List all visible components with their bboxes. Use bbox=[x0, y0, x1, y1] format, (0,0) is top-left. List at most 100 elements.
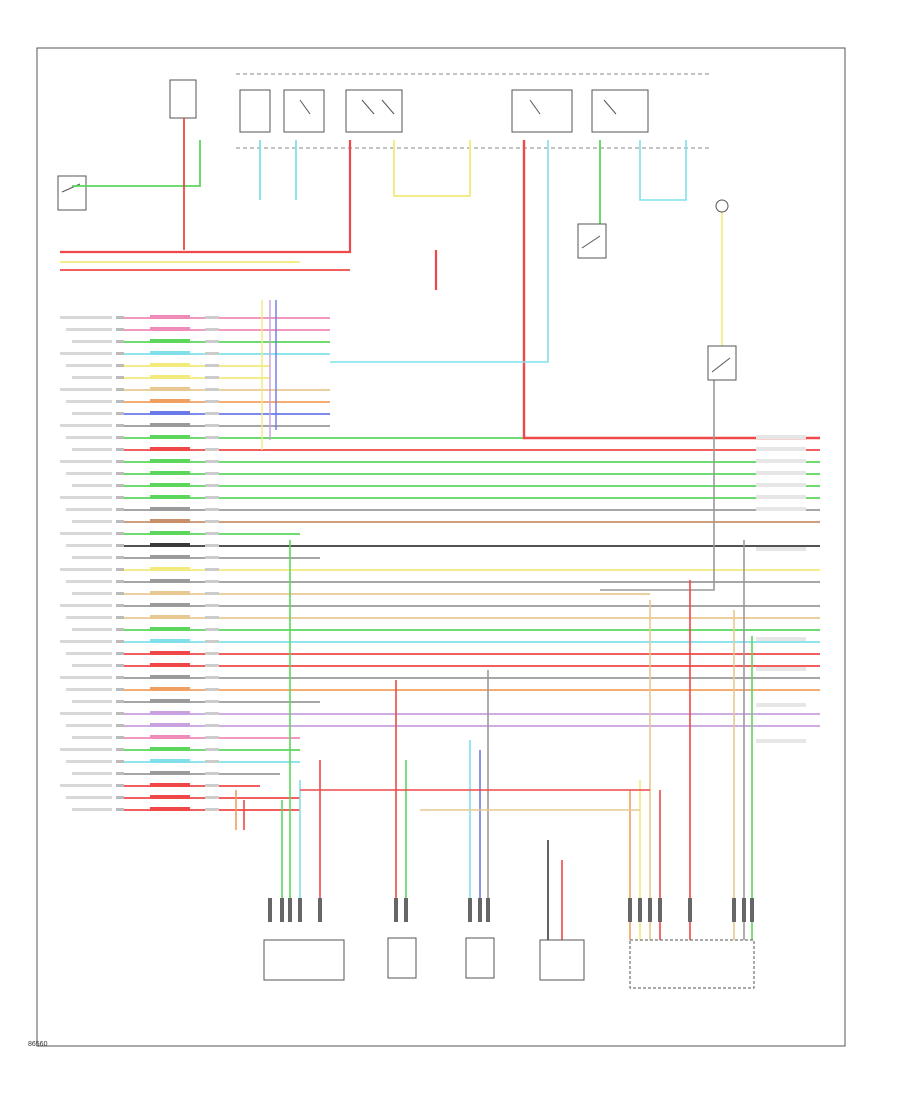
pin-name-mark bbox=[72, 700, 112, 703]
pin-number-mark bbox=[116, 604, 124, 607]
pin-name-mark bbox=[72, 664, 112, 667]
circuit-number-mark bbox=[205, 616, 219, 619]
pin-number-mark bbox=[116, 592, 124, 595]
circuit-number-mark bbox=[205, 772, 219, 775]
pin-number-mark bbox=[116, 760, 124, 763]
pin-number-mark bbox=[116, 400, 124, 403]
circuit-number-mark bbox=[205, 568, 219, 571]
pin-name-mark bbox=[72, 556, 112, 559]
pin-number-mark bbox=[116, 376, 124, 379]
camshaft-position-sensor bbox=[387, 937, 417, 979]
right-terminal-label bbox=[756, 483, 806, 487]
pin-number-mark bbox=[116, 712, 124, 715]
pin-name-mark bbox=[72, 592, 112, 595]
circuit-number-mark bbox=[205, 796, 219, 799]
wire-color-label bbox=[150, 543, 190, 547]
circuit-number-mark bbox=[205, 700, 219, 703]
circuit-number-mark bbox=[205, 436, 219, 439]
component-labels bbox=[60, 315, 806, 922]
right-terminal-label bbox=[756, 495, 806, 499]
power-feed-wire bbox=[522, 140, 820, 440]
connector-pin bbox=[486, 898, 490, 922]
pin-number-mark bbox=[116, 412, 124, 415]
wire-color-label bbox=[150, 651, 190, 655]
pin-number-mark bbox=[116, 520, 124, 523]
wire-color-label bbox=[150, 783, 190, 787]
relay-loop-wire bbox=[393, 140, 471, 197]
diagram-border bbox=[36, 47, 846, 1047]
pin-number-mark bbox=[116, 796, 124, 799]
wire-color-label bbox=[150, 363, 190, 367]
pin-number-mark bbox=[116, 700, 124, 703]
wire-color-label bbox=[150, 387, 190, 391]
right-terminal-label bbox=[756, 435, 806, 439]
pin-name-mark bbox=[60, 316, 112, 319]
circuit-number-mark bbox=[205, 544, 219, 547]
circuit-number-mark bbox=[205, 724, 219, 727]
pin-number-mark bbox=[116, 736, 124, 739]
right-terminal-label bbox=[756, 739, 806, 743]
crankshaft-position-sensor bbox=[465, 937, 495, 979]
wire-color-label bbox=[150, 747, 190, 751]
connector-pin bbox=[394, 898, 398, 922]
circuit-number-mark bbox=[205, 580, 219, 583]
pin-name-mark bbox=[72, 628, 112, 631]
fuel-pump-relay bbox=[539, 939, 585, 981]
connector-pin bbox=[280, 898, 284, 922]
connector-pin bbox=[658, 898, 662, 922]
wire-color-label bbox=[150, 591, 190, 595]
wire-color-label bbox=[150, 435, 190, 439]
right-terminal-label bbox=[756, 507, 806, 511]
circuit-number-mark bbox=[205, 604, 219, 607]
connector-pin bbox=[288, 898, 292, 922]
wire-color-label bbox=[150, 771, 190, 775]
fuse-relay-block bbox=[236, 73, 712, 149]
wire-color-label bbox=[150, 423, 190, 427]
circuit-number-mark bbox=[205, 484, 219, 487]
connector-pin bbox=[628, 898, 632, 922]
wire-harness bbox=[60, 118, 820, 940]
pin-name-mark bbox=[60, 352, 112, 355]
wire-color-label bbox=[150, 531, 190, 535]
connector-pin bbox=[404, 898, 408, 922]
wire-color-label bbox=[150, 411, 190, 415]
wire-color-label bbox=[150, 507, 190, 511]
circuit-number-mark bbox=[205, 460, 219, 463]
pin-number-mark bbox=[116, 784, 124, 787]
wire-color-label bbox=[150, 315, 190, 319]
pin-name-mark bbox=[66, 652, 112, 655]
right-terminal-label bbox=[756, 547, 806, 551]
circuit-number-mark bbox=[205, 340, 219, 343]
relay-loop-wire bbox=[639, 140, 687, 201]
pin-number-mark bbox=[116, 748, 124, 751]
circuit-number-mark bbox=[205, 424, 219, 427]
pin-number-mark bbox=[116, 772, 124, 775]
pin-number-mark bbox=[116, 664, 124, 667]
wire-color-label bbox=[150, 603, 190, 607]
pin-name-mark bbox=[60, 748, 112, 751]
circuit-number-mark bbox=[205, 496, 219, 499]
wire-color-label bbox=[150, 447, 190, 451]
pin-number-mark bbox=[116, 544, 124, 547]
pin-number-mark bbox=[116, 448, 124, 451]
wire-color-label bbox=[150, 687, 190, 691]
wire-color-label bbox=[150, 699, 190, 703]
pin-name-mark bbox=[72, 520, 112, 523]
connector-pin bbox=[468, 898, 472, 922]
right-side-switches bbox=[577, 199, 737, 381]
wire-color-label bbox=[150, 675, 190, 679]
wire-color-label bbox=[150, 735, 190, 739]
circuit-number-mark bbox=[205, 412, 219, 415]
wire-color-label bbox=[150, 519, 190, 523]
pin-name-mark bbox=[60, 424, 112, 427]
circuit-number-mark bbox=[205, 520, 219, 523]
pin-number-mark bbox=[116, 628, 124, 631]
right-terminal-label bbox=[756, 703, 806, 707]
wire-color-label bbox=[150, 459, 190, 463]
connector-pin bbox=[648, 898, 652, 922]
pin-name-mark bbox=[60, 568, 112, 571]
pin-name-mark bbox=[66, 364, 112, 367]
pin-number-mark bbox=[116, 556, 124, 559]
pin-name-mark bbox=[72, 448, 112, 451]
pin-name-mark bbox=[72, 484, 112, 487]
